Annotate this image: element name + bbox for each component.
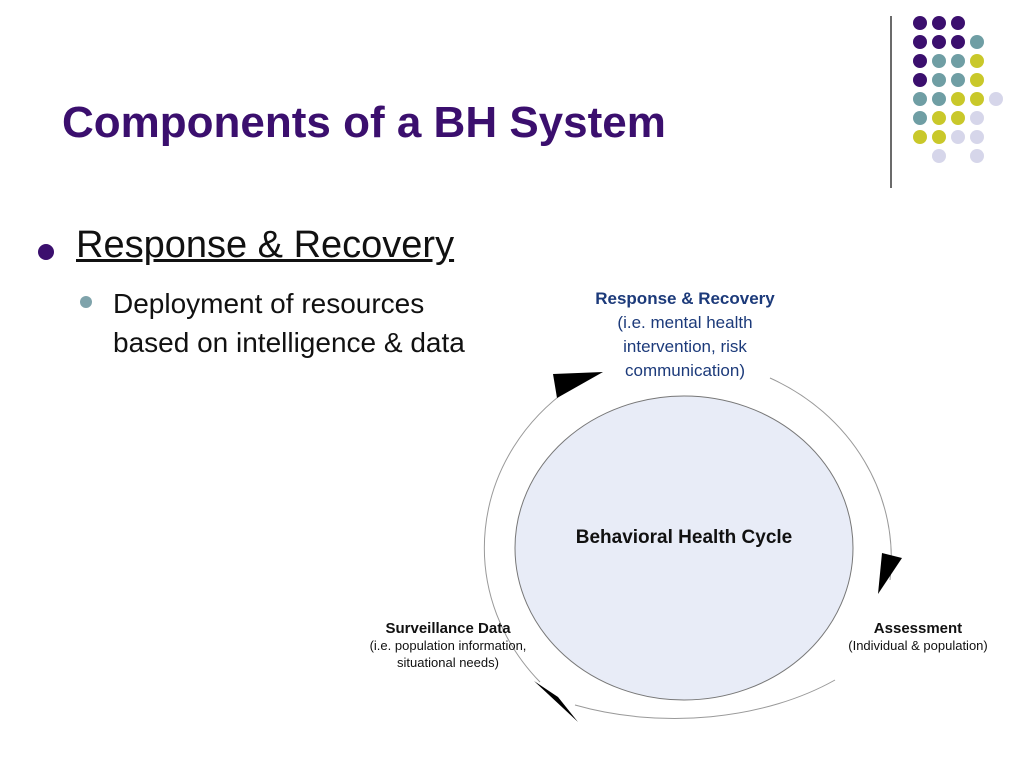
decorative-dot <box>913 54 927 68</box>
decorative-dot <box>913 111 927 125</box>
title-divider-line <box>890 16 892 188</box>
arrow-head-right <box>878 553 902 594</box>
sub-bullet-line: Deployment of resources <box>113 288 425 319</box>
node-response-detail: (i.e. mental health <box>617 313 753 332</box>
sub-bullet-marker <box>80 296 92 308</box>
decorative-dot <box>970 54 984 68</box>
node-assessment-detail: (Individual & population) <box>848 638 988 653</box>
node-surveillance-detail: situational needs) <box>397 655 499 670</box>
sub-bullet-line: based on intelligence & data <box>113 327 465 358</box>
node-response-title: Response & Recovery <box>595 289 775 308</box>
node-response-detail: intervention, risk <box>623 337 747 356</box>
cycle-center-circle <box>514 395 854 701</box>
decorative-dot <box>932 54 946 68</box>
node-surveillance-title: Surveillance Data <box>385 620 511 637</box>
decorative-dot <box>913 73 927 87</box>
decorative-dot <box>932 16 946 30</box>
decorative-dot <box>951 35 965 49</box>
decorative-dot <box>913 35 927 49</box>
bullet-response-recovery: Response & Recovery <box>76 224 455 266</box>
cycle-arc-bottom <box>574 679 836 719</box>
decorative-dot <box>932 73 946 87</box>
decorative-dot <box>989 92 1003 106</box>
sub-bullet-deployment: Deployment of resources based on intelli… <box>113 284 533 362</box>
cycle-center-label: Behavioral Health Cycle <box>575 527 793 548</box>
decorative-dot <box>970 111 984 125</box>
decorative-dot <box>970 130 984 144</box>
node-response-recovery: Response & Recovery (i.e. mental health … <box>563 287 807 383</box>
node-surveillance-detail: (i.e. population information, <box>369 638 527 653</box>
decorative-dot <box>932 111 946 125</box>
node-assessment: Assessment (Individual & population) <box>830 620 1006 654</box>
arrow-head-bottom <box>534 681 578 722</box>
decorative-dot <box>913 16 927 30</box>
decorative-dot <box>970 149 984 163</box>
decorative-dot <box>951 130 965 144</box>
decorative-dot <box>970 92 984 106</box>
decorative-dot <box>951 16 965 30</box>
node-surveillance-data: Surveillance Data (i.e. population infor… <box>348 620 548 671</box>
decorative-dot <box>932 149 946 163</box>
cycle-arc-right <box>769 377 892 581</box>
decorative-dot <box>970 35 984 49</box>
decorative-dot <box>970 73 984 87</box>
decorative-dot <box>913 130 927 144</box>
decorative-dot <box>932 35 946 49</box>
decorative-dot-grid <box>913 16 1003 163</box>
node-response-detail: communication) <box>625 361 745 380</box>
cycle-arc-left <box>483 387 571 683</box>
decorative-dot <box>913 92 927 106</box>
decorative-dot <box>932 92 946 106</box>
decorative-dot <box>951 111 965 125</box>
decorative-dot <box>951 92 965 106</box>
slide-title: Components of a BH System <box>62 98 666 147</box>
decorative-dot <box>951 54 965 68</box>
arrow-head-top <box>553 372 603 398</box>
node-assessment-title: Assessment <box>873 620 963 637</box>
behavioral-health-cycle-diagram <box>483 372 902 722</box>
bullet-marker <box>38 244 54 260</box>
decorative-dot <box>932 130 946 144</box>
decorative-dot <box>951 73 965 87</box>
